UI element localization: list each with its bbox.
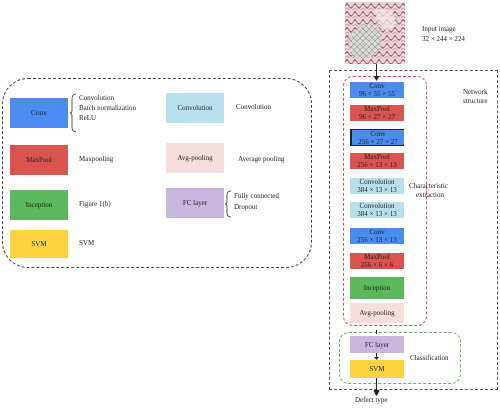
layer-inception: Inception [350, 277, 404, 299]
feature-extraction-label-1: Characteristic [409, 182, 448, 190]
legend-maxpool-box: MaxPool [10, 145, 68, 175]
layer-conv-1: Conv 96 × 55 × 55 [350, 82, 404, 98]
classifier-arrows [373, 353, 380, 395]
legend-conv-bracket [70, 93, 77, 133]
layer-conv-2: Conv 256 × 27 × 27 [350, 129, 404, 146]
legend-conv-box-label: Conv [30, 108, 48, 117]
layer-conv-3: Conv 256 × 13 × 13 [350, 228, 404, 244]
legend-svm-box: SVM [10, 230, 68, 258]
layer-avgpool: Avg-pooling [350, 303, 404, 323]
layer-convolution-2-dims: 384 × 13 × 13 [357, 210, 397, 218]
input-image [345, 2, 405, 64]
legend-fc-bracket [225, 190, 232, 218]
classification-frame [339, 332, 461, 384]
legend-inception-box-label: Inception [25, 201, 53, 209]
layer-convolution-2: Convolution 384 × 13 × 13 [350, 202, 404, 218]
legend-inception-box: Inception [10, 190, 68, 220]
layer-fc-name: FC layer [364, 340, 390, 349]
layer-conv-1-dims: 96 × 55 × 55 [359, 90, 395, 98]
layer-maxpool-3-name: MaxPool [364, 253, 390, 261]
legend-svm-box-label: SVM [31, 240, 47, 248]
network-structure-label-2: structure [463, 97, 488, 105]
layer-svm: SVM [350, 360, 404, 378]
layer-convolution-1: Convolution 384 × 13 × 13 [350, 178, 404, 194]
layer-maxpool-1: MaxPool 96 × 27 × 27 [350, 105, 404, 121]
layer-maxpool-1-name: MaxPool [364, 105, 390, 113]
legend-fc-desc-2: Dropout [234, 203, 258, 211]
input-image-dims: 32 × 244 × 224 [422, 35, 465, 43]
layer-maxpool-1-dims: 96 × 27 × 27 [359, 113, 395, 121]
legend-fc-box: FC layer [166, 188, 224, 218]
layer-maxpool-2: MaxPool 256 × 13 × 13 [350, 153, 404, 169]
layer-conv-3-name: Conv [369, 228, 385, 236]
legend-inception-desc: Figure 1(b) [79, 200, 111, 208]
legend-fc-desc-1: Fully connected [234, 192, 279, 200]
network-structure-frame [329, 70, 498, 390]
feature-extraction-label-2: extraction [416, 191, 444, 199]
legend-maxpool-box-label: MaxPool [26, 156, 52, 164]
feature-extraction-frame [343, 76, 427, 326]
legend-panel [2, 78, 312, 268]
layer-conv-1-name: Conv [369, 82, 385, 90]
legend-conv-box: Conv [10, 98, 68, 128]
legend-conv-desc-3: ReLU [79, 114, 97, 122]
layer-maxpool-3: MaxPool 256 × 6 × 6 [350, 253, 404, 269]
layer-convolution-2-name: Convolution [359, 202, 395, 210]
layer-avgpool-name: Avg-pooling [359, 309, 395, 317]
layer-maxpool-2-name: MaxPool [364, 153, 390, 161]
layer-conv-3-dims: 256 × 13 × 13 [357, 236, 397, 244]
layer-svm-name: SVM [369, 365, 385, 373]
legend-avgpool-desc: Average pooling [238, 155, 285, 163]
input-image-label: Input image [422, 25, 456, 33]
legend-avgpool-box: Avg-pooling [166, 143, 224, 173]
classification-label: Classification [410, 354, 449, 362]
layer-conv-2-name: Conv [370, 129, 386, 138]
layer-maxpool-2-dims: 256 × 13 × 13 [357, 161, 397, 169]
legend-svm-desc: SVM [79, 239, 95, 247]
legend-conv-desc-1: Convolution [79, 94, 115, 102]
layer-convolution-1-dims: 384 × 13 × 13 [357, 186, 397, 194]
legend-maxpool-desc: Maxpooling [79, 155, 114, 163]
legend-convolution-box: Convolution [166, 93, 224, 123]
legend-conv-desc-2: Batch normalization [79, 104, 136, 112]
layer-convolution-1-name: Convolution [359, 178, 395, 186]
layer-maxpool-3-dims: 256 × 6 × 6 [360, 261, 394, 269]
output-label: Defect type [355, 396, 388, 404]
network-structure-label-1: Network [463, 88, 488, 96]
layer-inception-name: Inception [363, 284, 391, 292]
legend-avgpool-box-label: Avg-pooling [177, 154, 213, 162]
layer-conv-2-dims: 256 × 27 × 27 [358, 137, 398, 146]
legend-convolution-desc: Convolution [236, 103, 272, 111]
layer-fc: FC layer [350, 336, 404, 353]
legend-convolution-box-label: Convolution [177, 104, 213, 112]
legend-fc-box-label: FC layer [182, 199, 208, 207]
